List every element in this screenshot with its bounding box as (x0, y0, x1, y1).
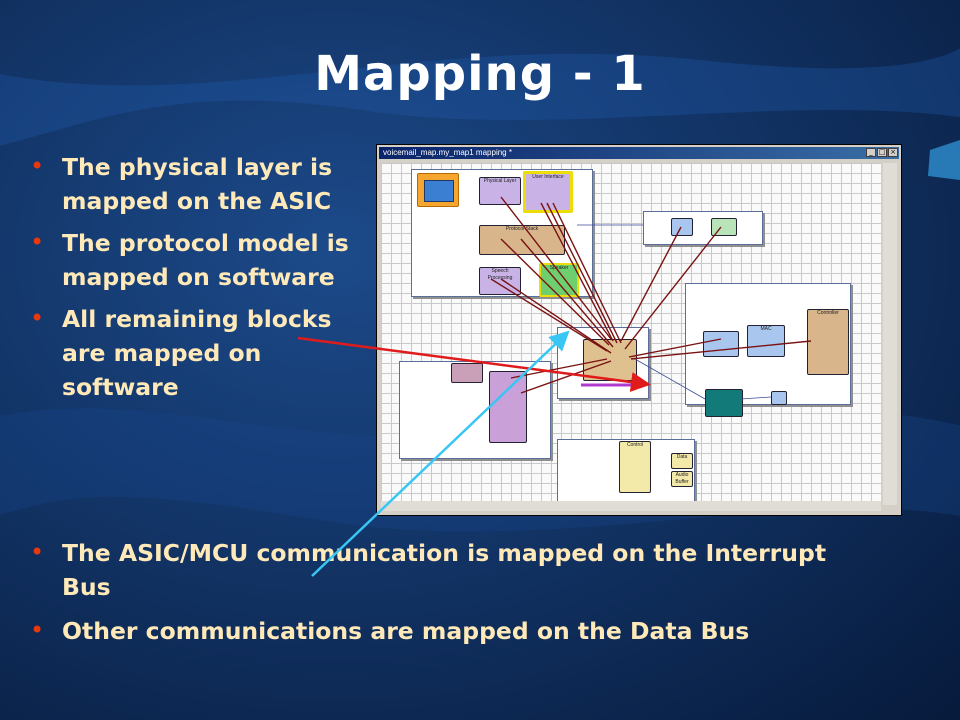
left-bullet-list: • The physical layer is mapped on the AS… (30, 150, 370, 412)
bullet-dot-icon: • (30, 538, 45, 566)
bullet-interrupt-bus: • The ASIC/MCU communication is mapped o… (30, 536, 930, 604)
mapping-connections (490, 196, 812, 400)
mac-block (703, 331, 739, 357)
mapping-screenshot-window: voicemail_map.my_map1 mapping * _ □ × Ph… (376, 144, 902, 516)
physical-input-block (417, 173, 459, 207)
window-title-bar: voicemail_map.my_map1 mapping * (379, 147, 899, 159)
bullet-text: Other communications are mapped on the D… (62, 617, 750, 645)
bullet-protocol-model: • The protocol model is mapped on softwa… (30, 226, 370, 294)
mapping-diagram-canvas: Physical Layer User Interface Protocol S… (381, 163, 881, 505)
bullet-text: All remaining blocks are mapped on softw… (62, 305, 332, 401)
horizontal-scrollbar[interactable] (381, 501, 881, 511)
small-output-block (771, 391, 787, 405)
small-block-a (671, 218, 693, 236)
vertical-scrollbar[interactable] (883, 163, 897, 505)
minimize-icon[interactable]: _ (866, 148, 876, 157)
block-label: Controller (817, 310, 839, 316)
bullet-data-bus: • Other communications are mapped on the… (30, 614, 930, 648)
slide-title: Mapping - 1 (314, 46, 646, 102)
bullet-text: The physical layer is mapped on the ASIC (62, 153, 333, 215)
top-right-group (643, 211, 763, 245)
bullet-dot-icon: • (30, 616, 45, 644)
bullet-dot-icon: • (30, 228, 45, 256)
block-label: Physical Layer (483, 178, 517, 184)
bullet-remaining-blocks: • All remaining blocks are mapped on sof… (30, 302, 370, 404)
block-label: MAC (760, 326, 772, 332)
block-label: Protocol Stack (505, 226, 539, 232)
data-block: Data (671, 453, 693, 469)
bottom-bullet-list: • The ASIC/MCU communication is mapped o… (30, 536, 930, 658)
mac-logic-block: MAC (747, 325, 785, 357)
audio-buffer-block: Audio Buffer (671, 471, 693, 487)
block-label: Data (676, 454, 688, 460)
physical-layer-block: Physical Layer (479, 177, 521, 205)
bullet-dot-icon: • (30, 152, 45, 180)
bullet-dot-icon: • (30, 304, 45, 332)
block-label: Speech Processing (487, 268, 513, 281)
control-block: Control (619, 441, 651, 493)
bullet-text: The protocol model is mapped on software (62, 229, 349, 291)
block-label: Audio Buffer (675, 472, 689, 485)
block-label: Control (626, 442, 644, 448)
window-controls: _ □ × (866, 148, 898, 157)
teal-block (705, 389, 743, 417)
block-label: User Interface (532, 174, 564, 180)
bullet-text: The ASIC/MCU communication is mapped on … (62, 539, 827, 601)
maximize-icon[interactable]: □ (877, 148, 887, 157)
close-icon[interactable]: × (888, 148, 898, 157)
block-label: Speaker (549, 265, 569, 271)
speech-processing-block: Speech Processing (479, 267, 521, 295)
window-title: voicemail_map.my_map1 mapping * (383, 148, 512, 157)
bullet-physical-layer: • The physical layer is mapped on the AS… (30, 150, 370, 218)
